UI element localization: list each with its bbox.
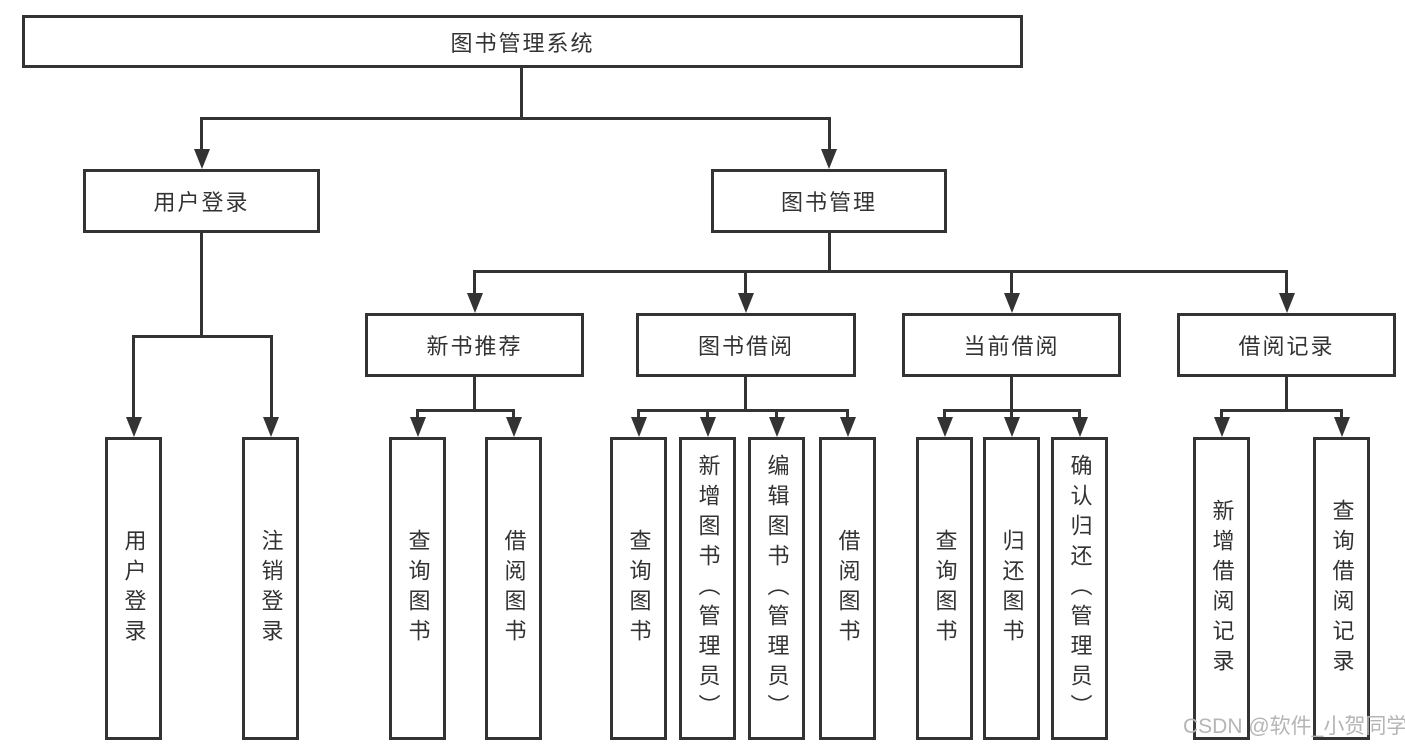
csdn-watermark: CSDN @软件_小贺同学	[1183, 715, 1405, 738]
leaf-borrow-edit-books-admin-label: 编辑图书（管理员）	[764, 453, 790, 724]
leaf-current-return-books: 归还图书	[983, 437, 1040, 740]
connector-root-stem	[520, 67, 523, 120]
connector-current-borrow-stem	[1010, 377, 1013, 412]
node-user-login-label: 用户登录	[153, 190, 250, 215]
leaf-record-query-borrow-record-label: 查询借阅记录	[1329, 498, 1355, 679]
node-book-mgmt-label: 图书管理	[780, 190, 877, 215]
node-new-book: 新书推荐	[365, 313, 584, 377]
connector-stub-bb-query	[637, 409, 640, 421]
arrowhead-bb-query	[631, 417, 647, 437]
leaf-borrow-query-books: 查询图书	[610, 437, 667, 740]
connector-borrow-record-rail	[1220, 409, 1343, 412]
leaf-newbook-query-books-label: 查询图书	[405, 528, 431, 649]
connector-root-rail	[200, 117, 829, 120]
leaf-user-login-label: 用户登录	[121, 528, 147, 649]
arrowhead-cb-return	[1004, 417, 1020, 437]
leaf-current-return-books-label: 归还图书	[999, 528, 1025, 649]
connector-book-borrow-stem	[744, 377, 747, 412]
node-book-mgmt: 图书管理	[711, 169, 947, 233]
arrowhead-br-query	[1334, 417, 1350, 437]
leaf-user-login: 用户登录	[105, 437, 162, 740]
leaf-newbook-borrow-books: 借阅图书	[485, 437, 542, 740]
connector-stub-user-login	[200, 117, 203, 153]
arrowhead-user-login	[194, 149, 210, 169]
connector-user-login-rail	[132, 335, 273, 338]
connector-user-login-stem	[200, 233, 203, 338]
connector-stub-leaf-user-login	[132, 335, 135, 421]
connector-borrow-record-stem	[1285, 377, 1288, 412]
node-root: 图书管理系统	[22, 15, 1023, 68]
node-current-borrow: 当前借阅	[902, 313, 1121, 377]
leaf-newbook-borrow-books-label: 借阅图书	[501, 528, 527, 649]
connector-stub-nb-query	[416, 409, 419, 421]
leaf-borrow-borrow-books: 借阅图书	[819, 437, 876, 740]
node-book-borrow: 图书借阅	[636, 313, 856, 377]
arrowhead-leaf-user-login	[126, 417, 142, 437]
connector-new-book-rail	[416, 409, 515, 412]
leaf-record-query-borrow-record: 查询借阅记录	[1313, 437, 1370, 740]
leaf-current-confirm-return-admin: 确认归还（管理员）	[1051, 437, 1108, 740]
leaf-logout-label: 注销登录	[258, 528, 284, 649]
arrowhead-borrow-record	[1279, 293, 1295, 313]
leaf-current-query-books: 查询图书	[916, 437, 973, 740]
connector-stub-current-borrow	[1010, 270, 1013, 297]
node-borrow-record-label: 借阅记录	[1238, 334, 1335, 359]
connector-stub-new-book	[473, 270, 476, 297]
connector-stub-bb-add	[706, 409, 709, 421]
leaf-borrow-edit-books-admin: 编辑图书（管理员）	[748, 437, 805, 740]
arrowhead-bb-edit	[769, 417, 785, 437]
connector-stub-bb-edit	[775, 409, 778, 421]
leaf-borrow-add-books-admin: 新增图书（管理员）	[679, 437, 736, 740]
leaf-borrow-query-books-label: 查询图书	[626, 528, 652, 649]
arrowhead-cb-query	[937, 417, 953, 437]
connector-stub-cb-confirm	[1078, 409, 1081, 421]
leaf-current-confirm-return-admin-label: 确认归还（管理员）	[1067, 453, 1093, 724]
leaf-record-add-borrow-record-label: 新增借阅记录	[1209, 498, 1235, 679]
leaf-borrow-add-books-admin-label: 新增图书（管理员）	[695, 453, 721, 724]
arrowhead-bb-add	[700, 417, 716, 437]
leaf-record-add-borrow-record: 新增借阅记录	[1193, 437, 1250, 740]
connector-stub-br-add	[1220, 409, 1223, 421]
arrowhead-bb-borrow	[840, 417, 856, 437]
connector-stub-br-query	[1340, 409, 1343, 421]
node-book-borrow-label: 图书借阅	[697, 334, 794, 359]
arrowhead-leaf-logout	[263, 417, 279, 437]
arrowhead-new-book	[467, 293, 483, 313]
arrowhead-nb-borrow	[506, 417, 522, 437]
connector-stub-book-borrow	[744, 270, 747, 297]
connector-new-book-stem	[473, 377, 476, 412]
node-user-login: 用户登录	[83, 169, 320, 233]
connector-book-mgmt-rail	[473, 270, 1288, 273]
connector-stub-cb-query	[943, 409, 946, 421]
arrowhead-current-borrow	[1004, 293, 1020, 313]
connector-book-borrow-rail	[637, 409, 849, 412]
arrowhead-cb-confirm	[1072, 417, 1088, 437]
leaf-newbook-query-books: 查询图书	[389, 437, 446, 740]
connector-stub-book-mgmt	[828, 117, 831, 153]
connector-stub-leaf-logout	[270, 335, 273, 421]
arrowhead-br-add	[1214, 417, 1230, 437]
arrowhead-nb-query	[410, 417, 426, 437]
connector-stub-bb-borrow	[846, 409, 849, 421]
connector-stub-cb-return	[1010, 409, 1013, 421]
arrowhead-book-mgmt	[821, 149, 837, 169]
leaf-logout: 注销登录	[242, 437, 299, 740]
connector-book-mgmt-stem	[828, 233, 831, 273]
leaf-borrow-borrow-books-label: 借阅图书	[835, 528, 861, 649]
node-new-book-label: 新书推荐	[426, 334, 523, 359]
node-borrow-record: 借阅记录	[1177, 313, 1396, 377]
leaf-current-query-books-label: 查询图书	[932, 528, 958, 649]
connector-stub-nb-borrow	[512, 409, 515, 421]
node-root-label: 图书管理系统	[450, 30, 595, 56]
arrowhead-book-borrow	[738, 293, 754, 313]
connector-stub-borrow-record	[1285, 270, 1288, 297]
node-current-borrow-label: 当前借阅	[963, 334, 1060, 359]
